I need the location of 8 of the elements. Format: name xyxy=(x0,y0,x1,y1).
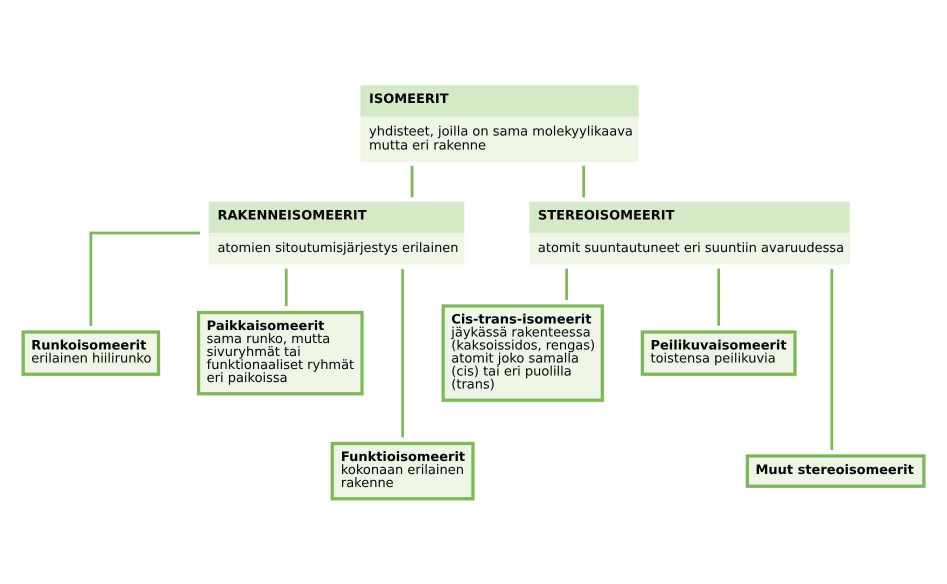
connector xyxy=(830,268,834,450)
connector xyxy=(565,268,568,300)
connector xyxy=(410,165,414,197)
connector xyxy=(401,268,404,437)
connector xyxy=(582,165,585,197)
connector xyxy=(717,268,720,326)
connector xyxy=(284,268,288,306)
connector xyxy=(89,231,200,326)
